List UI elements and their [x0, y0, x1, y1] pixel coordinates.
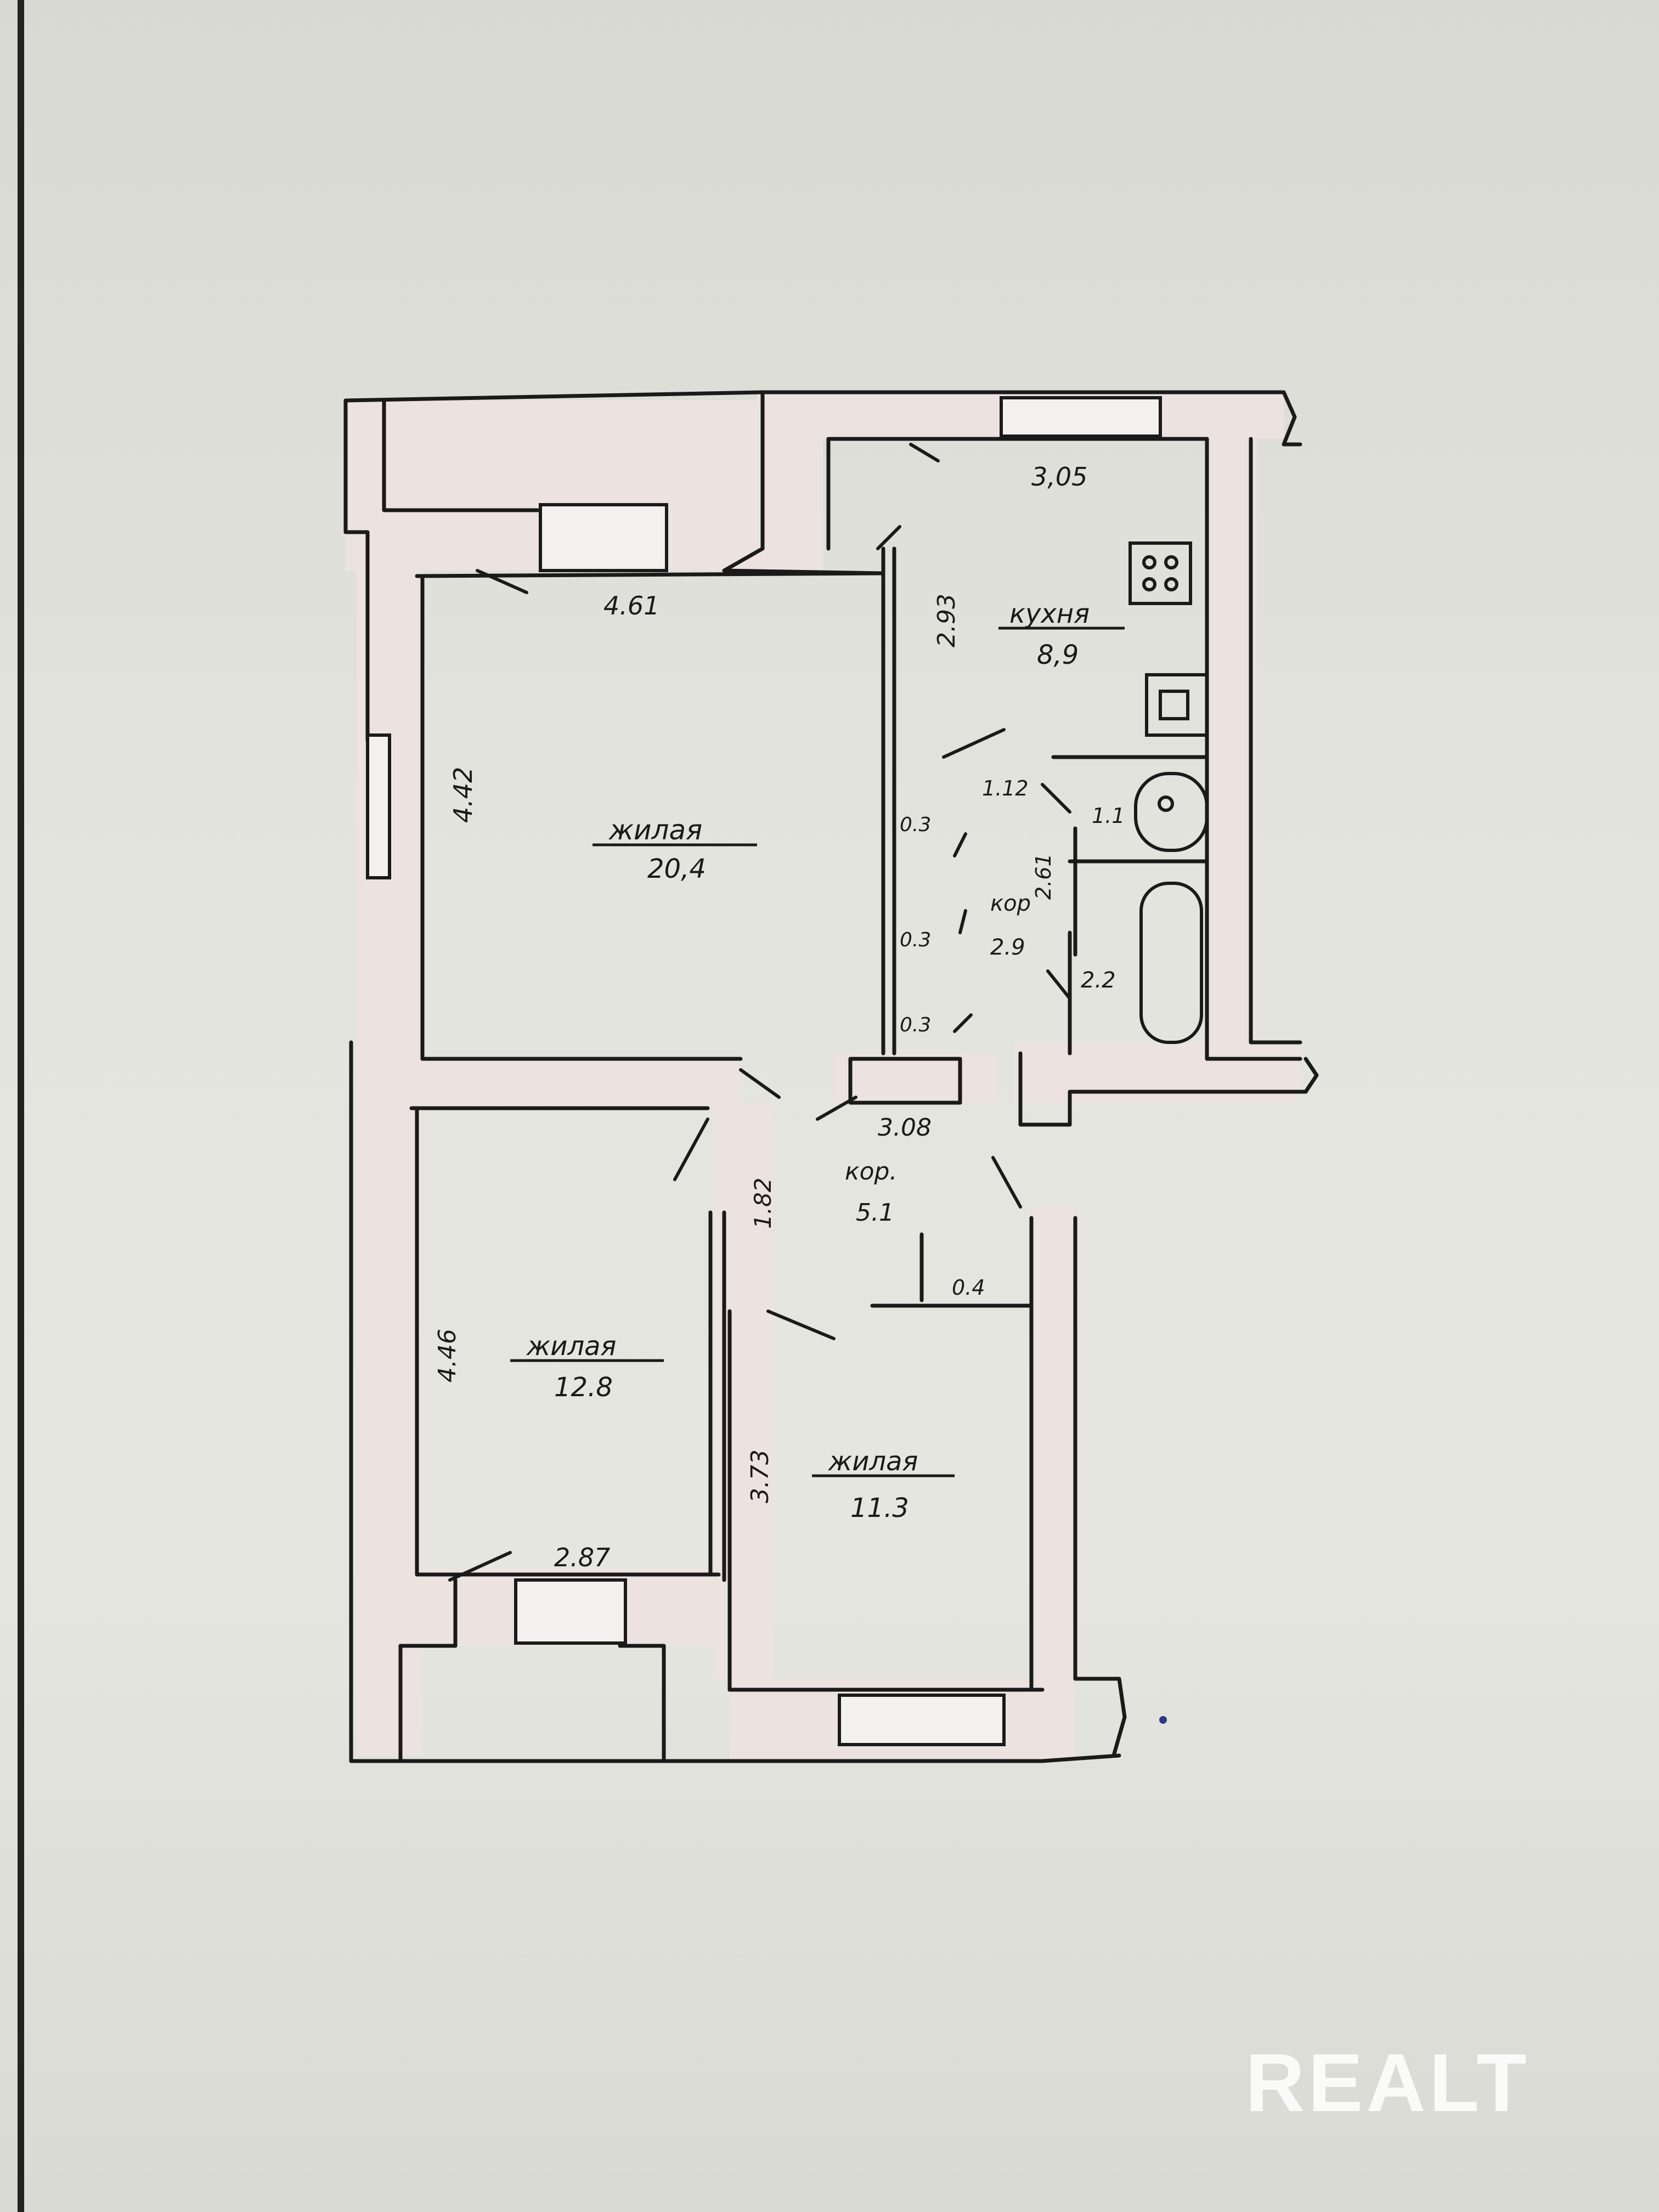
- dim-3-73: 3.73: [746, 1449, 774, 1503]
- dim-2-87: 2.87: [554, 1543, 610, 1572]
- doors: [448, 443, 1071, 1582]
- dim-4-46: 4.46: [433, 1329, 461, 1383]
- washbasin-icon: [1134, 772, 1209, 852]
- dim-1-82: 1.82: [749, 1177, 776, 1229]
- room-area-kitchen: 8,9: [1037, 640, 1079, 670]
- kitchen-fixtures: [1128, 541, 1209, 1044]
- dim-4-42: 4.42: [448, 767, 478, 823]
- burner-icon: [1164, 555, 1178, 569]
- dim-4-61: 4.61: [603, 591, 659, 620]
- kitchen-sink-basin-icon: [1159, 690, 1189, 720]
- washbasin-drain-icon: [1158, 795, 1174, 812]
- ink-dot: [1159, 1716, 1167, 1724]
- room-area-living-right: 11.3: [850, 1493, 909, 1523]
- stove-icon: [1128, 541, 1192, 605]
- wall-fills: [346, 392, 1300, 1761]
- dimension-labels: 4.61 4.42 3,05 2.93 1.12 1.1 2.61 2.2 0.…: [433, 462, 1125, 1572]
- dim-2-61: 2.61: [1031, 853, 1056, 900]
- dim-2-2: 2.2: [1081, 968, 1116, 993]
- room-name-kitchen: кухня: [1009, 599, 1090, 629]
- dim-1-1: 1.1: [1092, 804, 1125, 828]
- dim-0-3-b: 0.3: [900, 929, 931, 951]
- room-name-corridor-main: кор.: [845, 1158, 897, 1186]
- room-area-corridor-main: 5.1: [856, 1199, 894, 1227]
- walls: [343, 390, 1319, 1763]
- bathtub-icon: [1139, 882, 1203, 1044]
- dim-0-4: 0.4: [952, 1276, 985, 1300]
- burner-icon: [1142, 577, 1156, 591]
- realt-watermark: REALT: [1245, 2036, 1530, 2129]
- dim-3-05: 3,05: [1031, 462, 1087, 492]
- room-labels: жилая 20,4 кухня 8,9 кор 2.9 кор. 5.1 жи…: [510, 599, 1125, 1523]
- room-area-living-left: 12.8: [554, 1372, 613, 1403]
- dim-3-08: 3.08: [878, 1114, 932, 1142]
- room-area-corridor-small: 2.9: [990, 935, 1025, 960]
- room-name-corridor-small: кор: [990, 891, 1031, 916]
- kitchen-sink-icon: [1145, 673, 1209, 737]
- burner-icon: [1164, 577, 1178, 591]
- dim-2-93: 2.93: [933, 594, 961, 647]
- dim-1-12: 1.12: [982, 776, 1029, 800]
- burner-icon: [1142, 555, 1156, 569]
- room-name-living-right: жилая: [828, 1446, 918, 1477]
- room-name-living-large: жилая: [608, 814, 702, 846]
- dim-0-3-c: 0.3: [900, 1014, 931, 1036]
- room-area-living-large: 20,4: [647, 854, 706, 884]
- dim-0-3-a: 0.3: [900, 814, 931, 836]
- room-name-living-left: жилая: [526, 1331, 616, 1362]
- windows: [366, 396, 1162, 1746]
